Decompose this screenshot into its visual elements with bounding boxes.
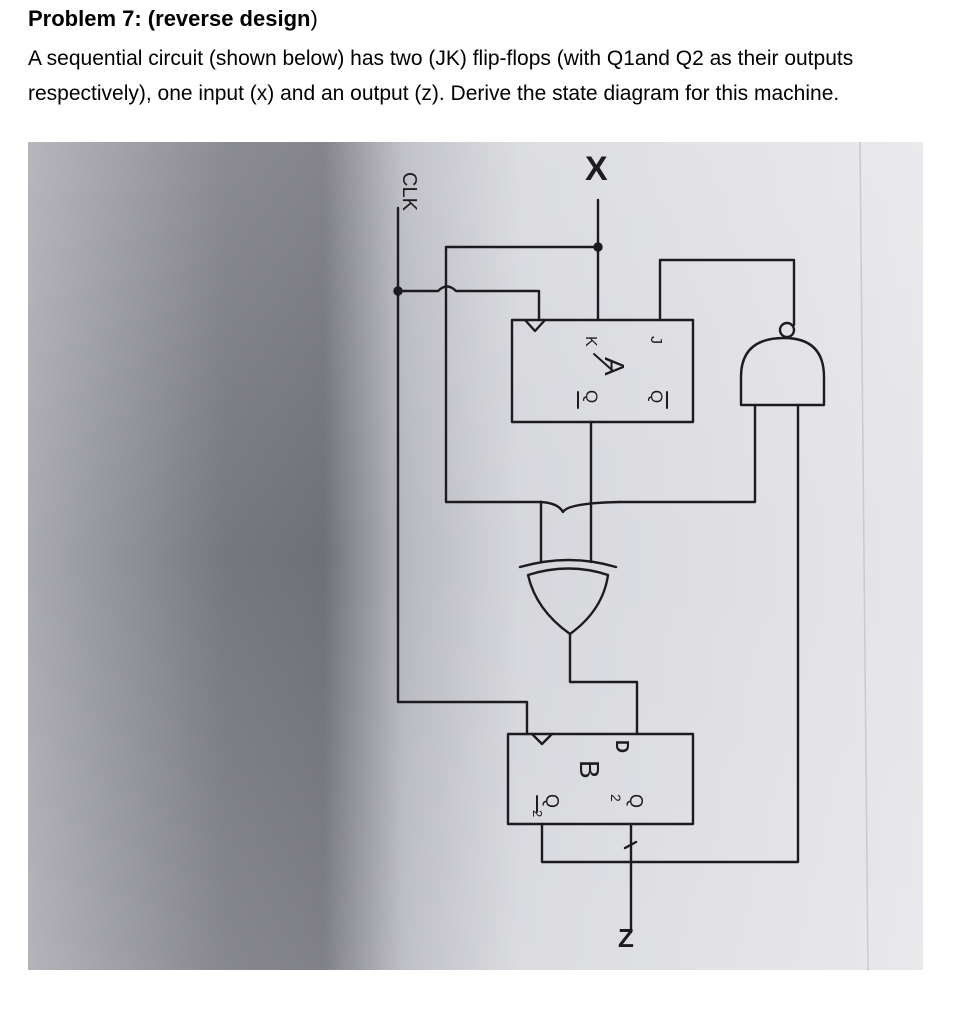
xor-input-join bbox=[539, 500, 622, 514]
problem-title: Problem 7: (reverse design) bbox=[28, 6, 318, 32]
problem-title-tail: ) bbox=[310, 6, 318, 31]
flipflop-b-qbar-pin: Q bbox=[542, 794, 562, 808]
x-to-xor-wire bbox=[444, 245, 600, 504]
flipflop-b-box bbox=[506, 732, 695, 826]
clk-to-ffa-wire bbox=[396, 285, 541, 322]
flipflop-a-j-pin: J bbox=[647, 336, 664, 344]
xor-back-curve bbox=[518, 558, 618, 569]
z-wire-tick bbox=[623, 840, 638, 850]
circuit-photo: CLK X Z K J A Q Q D B Q 2 2 Q bbox=[28, 142, 923, 970]
flipflop-a-q-pin: Q bbox=[647, 390, 666, 403]
flipflop-b-sub-label: 2 bbox=[530, 810, 545, 817]
z-output-label: Z bbox=[618, 923, 634, 953]
flipflop-b-sub-label-2: 2 bbox=[608, 794, 624, 802]
flipflop-a-k-pin: K bbox=[582, 336, 599, 347]
nand-input-z-wire bbox=[629, 403, 800, 864]
problem-description: A sequential circuit (shown below) has t… bbox=[28, 47, 854, 105]
nand-input-q1-wire bbox=[618, 403, 757, 504]
paper-highlight bbox=[28, 142, 923, 970]
flipflop-b-d-pin: D bbox=[612, 740, 632, 753]
flipflop-a-clock-triangle bbox=[523, 318, 547, 333]
circuit-diagram: CLK X Z K J A Q Q D B Q 2 2 Q bbox=[28, 142, 923, 970]
flipflop-a-name: A bbox=[599, 357, 630, 376]
paper-fold-line bbox=[859, 142, 869, 970]
flipflop-a-qbar-pin: Q bbox=[582, 390, 601, 403]
x-input-label: X bbox=[585, 150, 608, 188]
nand-to-j-wire bbox=[658, 258, 796, 327]
xor-gate bbox=[526, 567, 610, 636]
nand-gate bbox=[739, 336, 826, 407]
ffb-qbar-wire bbox=[540, 822, 633, 864]
flipflop-b-name: B bbox=[574, 760, 605, 779]
flipflop-a-strike-mark bbox=[593, 353, 613, 371]
clk-label: CLK bbox=[398, 172, 420, 212]
problem-title-bold: Problem 7: (reverse design bbox=[28, 6, 311, 31]
xor-to-d-wire bbox=[568, 632, 639, 736]
flipflop-b-q-pin: Q bbox=[626, 794, 646, 808]
clk-to-ffb-wire bbox=[396, 700, 529, 736]
flipflop-a-box bbox=[510, 318, 695, 424]
flipflop-b-clock-triangle bbox=[530, 732, 554, 746]
